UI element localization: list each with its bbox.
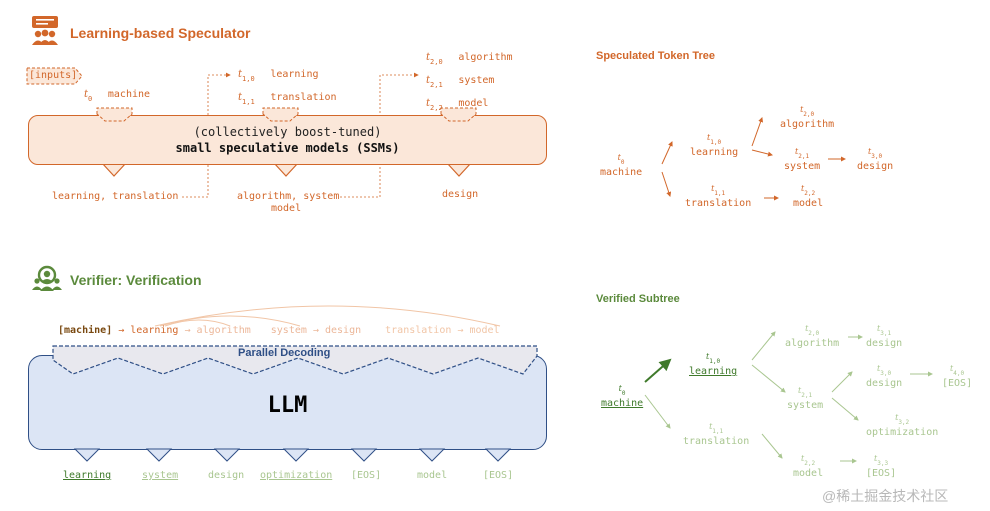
parallel-decoding-label: Parallel Decoding	[238, 347, 331, 359]
seq-translation: translation	[385, 325, 452, 336]
tt-node-t22: t2,2 model	[793, 184, 824, 210]
watermark: @稀土掘金技术社区	[822, 488, 949, 504]
llm-output: [EOS]	[351, 470, 382, 481]
ssm-box-line2: small speculative models (SSMs)	[175, 141, 400, 155]
t2-item: t2,0 algorithm	[426, 52, 513, 67]
verification-sequence: [machine] → learning → algorithm system …	[58, 325, 500, 336]
t0-word: machine	[107, 89, 151, 100]
t0-symbol: t	[84, 89, 89, 100]
ssm-output-2a: algorithm, system	[237, 191, 340, 202]
t1-item: t1,0 learning	[238, 69, 319, 84]
tt-node-t10: t1,0 learning	[690, 133, 739, 159]
t0-sub: 0	[88, 95, 93, 104]
speculator-title: Learning-based Speculator	[70, 25, 251, 41]
llm-output: design	[208, 470, 245, 481]
vt-node-t40: t4,0 [EOS]	[942, 364, 973, 390]
vt-node-t32: t3,2 optimization	[866, 413, 939, 439]
vt-node-t31: t3,1 design	[866, 324, 903, 350]
llm-output: optimization	[260, 470, 333, 481]
verifier-title: Verifier: Verification	[70, 272, 202, 288]
token-tree-edges	[661, 117, 846, 201]
inputs-tag: [inputs]	[29, 70, 78, 81]
t2-item: t2,2 model	[426, 98, 489, 113]
vt-node-t11: t1,1 translation	[683, 422, 750, 448]
vt-node-t30: t3,0 design	[866, 364, 903, 390]
tt-node-t20: t2,0 algorithm	[780, 105, 835, 131]
ssm-output-1: learning, translation	[52, 191, 179, 202]
llm-output: learning	[63, 470, 112, 481]
vt-node-t21: t2,1 system	[787, 386, 824, 412]
vt-node-t33: t3,3 [EOS]	[866, 454, 897, 480]
llm-output: system	[142, 470, 179, 481]
inputs-tag-shape	[26, 67, 83, 85]
vt-node-t10: t1,0 learning	[689, 352, 738, 378]
seq-model: model	[469, 325, 500, 336]
seq-arrow: →	[312, 325, 319, 336]
seq-algorithm: algorithm	[196, 325, 251, 336]
t0-token: t0 machine	[84, 82, 150, 103]
ssm-box: (collectively boost-tuned) small specula…	[28, 115, 547, 165]
vt-node-t22: t2,2 model	[793, 454, 824, 480]
ssm-tab-overlay	[96, 107, 477, 122]
ssm-output-3: design	[442, 189, 479, 200]
tt-node-t21: t2,1 system	[784, 147, 821, 173]
llm-output-tabs	[73, 448, 512, 462]
t1-group: t1,0 learning t1,1 translation	[238, 64, 337, 110]
parallel-decoding-band	[52, 345, 538, 375]
sequence-arcs	[154, 305, 501, 327]
seq-machine: [machine]	[58, 325, 113, 336]
people-icon	[32, 16, 58, 45]
vt-node-t0: t0 machine	[601, 384, 644, 410]
seq-system: system	[270, 325, 307, 336]
seq-design: design	[324, 325, 362, 336]
tt-node-t0: t0 machine	[600, 153, 643, 179]
verified-tree-edges	[644, 331, 933, 464]
token-tree-title: Speculated Token Tree	[596, 50, 716, 62]
seq-arrow: →	[184, 325, 191, 336]
llm-output: model	[417, 470, 448, 481]
llm-output: [EOS]	[483, 470, 514, 481]
t2-group: t2,0 algorithm t2,1 system t2,2 model	[426, 47, 513, 117]
tt-node-t11: t1,1 translation	[685, 184, 752, 210]
seq-arrow: →	[118, 325, 125, 336]
seq-arrow: →	[457, 325, 464, 336]
t1-item: t1,1 translation	[238, 92, 337, 107]
ssm-box-line1: (collectively boost-tuned)	[193, 125, 382, 139]
tt-node-t30: t3,0 design	[857, 147, 894, 173]
verifier-icon	[32, 265, 62, 291]
llm-label: LLM	[267, 393, 308, 418]
verified-subtree-title: Verified Subtree	[596, 293, 680, 305]
ssm-output-2b: model	[271, 203, 302, 214]
llm-box: LLM	[28, 355, 547, 450]
seq-learning: learning	[130, 325, 179, 336]
vt-node-t20: t2,0 algorithm	[785, 324, 840, 350]
t2-item: t2,1 system	[426, 75, 495, 90]
